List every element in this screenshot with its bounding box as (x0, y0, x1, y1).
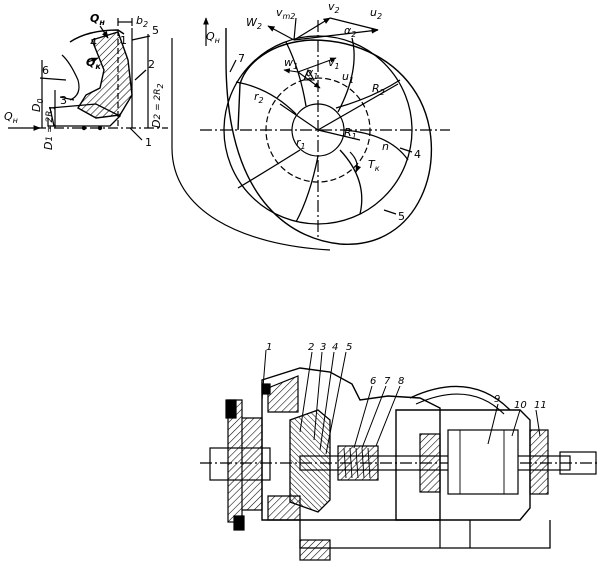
volute-part-label-7: 7 (238, 52, 245, 65)
svg-text:Qк: Qк (86, 56, 101, 71)
right-bearing (529, 429, 549, 495)
volute-q-label: Q (206, 30, 215, 43)
volute-view-labels: Qн W2 vm2 v2 u2 α2 w1 α1 v1 u1 r2 R2 R1 … (206, 0, 421, 223)
r1-label: r (296, 136, 302, 149)
svg-text:W2: W2 (246, 16, 262, 31)
outlet-velocity-triangle (267, 17, 379, 41)
shaft-seal (337, 445, 379, 481)
assembly-label-7: 7 (384, 376, 391, 387)
part-label-5: 5 (152, 24, 159, 37)
volute-part-label-5: 5 (398, 210, 405, 223)
alpha2-label: α (344, 24, 352, 37)
svg-text:Tк: Tк (368, 158, 380, 173)
part-label-2: 2 (148, 58, 155, 71)
assembly-label-10: 10 (514, 400, 527, 411)
bearing-unit (447, 429, 519, 495)
assembly-label-11: 11 (534, 400, 547, 411)
w2-label: W (246, 16, 258, 29)
svg-text:vm2: vm2 (276, 6, 295, 21)
pump-impeller (289, 409, 331, 513)
impeller-hub (49, 103, 122, 127)
svg-text:u1: u1 (342, 70, 354, 85)
svg-text:D1 = 2R1: D1 = 2R1 (42, 105, 57, 150)
part-label-6: 6 (42, 64, 49, 77)
d0-label: D (30, 104, 43, 112)
q-inlet-label: Q (4, 110, 13, 123)
svg-text:R1: R1 (344, 126, 357, 141)
assembly-label-2: 2 (308, 342, 314, 353)
n-label: n (382, 140, 389, 153)
inlet-velocity-triangle (283, 57, 337, 89)
assembly-label-5: 5 (346, 342, 352, 353)
R1-label: R (344, 126, 352, 139)
svg-text:R2: R2 (372, 82, 385, 97)
impeller-section (8, 18, 168, 141)
impeller-inlet-curve (61, 54, 80, 101)
casing-bolts (225, 383, 271, 531)
svg-text:α2: α2 (344, 24, 356, 39)
rotation-arrow (349, 151, 362, 173)
r2-label: r (254, 90, 260, 103)
assembly-label-9: 9 (494, 394, 500, 405)
svg-text:D2 = 2R2: D2 = 2R2 (150, 83, 165, 128)
volute-view (171, 17, 450, 251)
svg-text:Qн: Qн (4, 110, 18, 125)
d1-label: D (42, 142, 55, 150)
volute-part-label-4: 4 (414, 148, 421, 161)
recirculation-flow-arrow (87, 57, 99, 64)
svg-text:Qн: Qн (206, 30, 220, 45)
svg-text:u2: u2 (370, 6, 382, 21)
impeller-blades (235, 37, 409, 223)
q-inner-label: Q (86, 56, 95, 69)
v1-label: v (328, 56, 335, 69)
u1-label: u (342, 70, 349, 83)
part-label-4: 4 (90, 36, 97, 49)
svg-text:Qн: Qн (90, 12, 105, 27)
R2-label: R (372, 82, 380, 95)
assembly-label-6: 6 (370, 376, 376, 387)
w1-label: w (284, 56, 293, 69)
q-outer-label: Q (90, 12, 99, 25)
vm2-label: v (276, 6, 283, 19)
d2-label: D (150, 120, 163, 128)
impeller-section-labels: Qн Qк Qн 4 1 5 2 6 3 1 b2 D0 D1 = 2R1 D2… (4, 12, 165, 150)
svg-text:v1: v1 (328, 56, 340, 71)
assembly-label-1: 1 (266, 342, 272, 353)
svg-text:r1: r1 (296, 136, 306, 151)
b2-label: b (136, 14, 143, 27)
outer-flow-arrow (99, 25, 109, 39)
volute-casing-spiral (225, 28, 433, 245)
part-label-3: 3 (60, 94, 67, 107)
svg-text:b2: b2 (136, 14, 148, 29)
assembly-label-4: 4 (332, 342, 338, 353)
volute-inner-wall (171, 38, 331, 251)
svg-text:v2: v2 (328, 0, 340, 15)
svg-text:α1: α1 (306, 66, 318, 81)
svg-text:w1: w1 (284, 56, 298, 71)
assembly-label-3: 3 (320, 342, 326, 353)
assembly-label-8: 8 (398, 376, 404, 387)
pump-assembly (200, 349, 600, 561)
svg-text:r2: r2 (254, 90, 264, 105)
svg-text:D0: D0 (30, 98, 45, 112)
pump-base (299, 520, 551, 549)
pump-leader-lines (261, 349, 541, 455)
alpha1-label: α (306, 66, 314, 79)
tk-label: T (368, 158, 376, 171)
u2-label: u (370, 6, 377, 19)
pump-assembly-labels: 1 2 3 4 5 6 7 8 9 10 11 (266, 342, 547, 411)
part-label-1: 1 (120, 34, 127, 47)
part-label-1b: 1 (145, 136, 152, 149)
v2-label: v (328, 0, 335, 13)
discharge-pipe (409, 385, 511, 411)
